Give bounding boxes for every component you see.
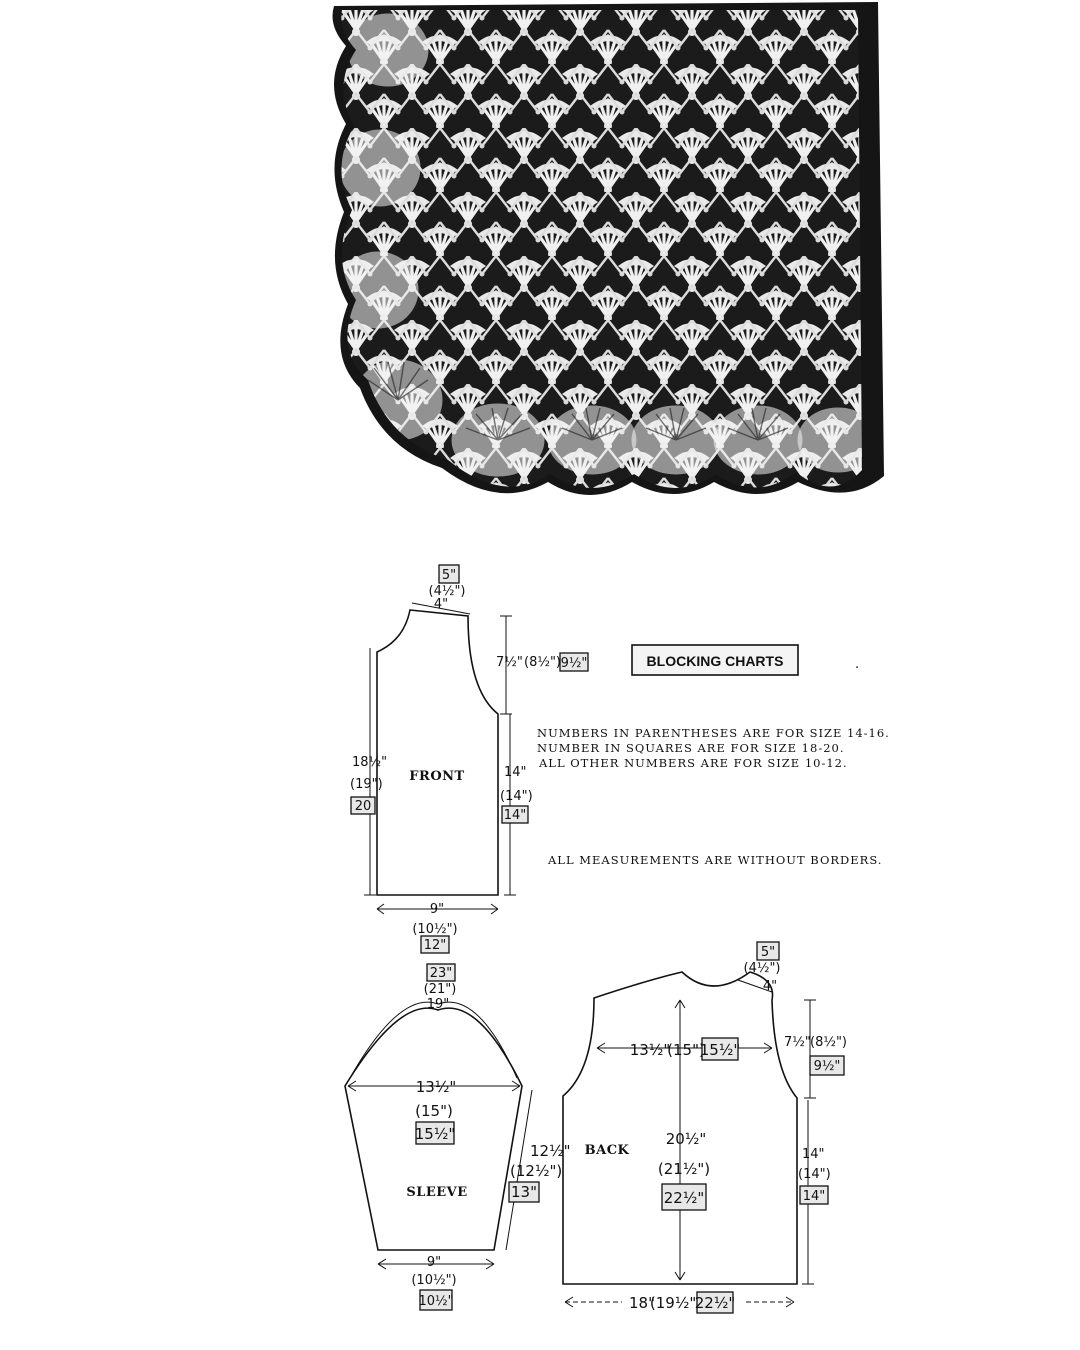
back-side-boxed: 14" bbox=[803, 1189, 826, 1204]
back-shoulder-plain: 13½" bbox=[630, 1041, 671, 1059]
back-width-plain: 18" bbox=[629, 1294, 655, 1312]
back-length-plain: 20½" bbox=[666, 1130, 707, 1148]
front-chart: FRONT 5" (4½") 4" 7½" (8½") 9½" 18½" (19… bbox=[350, 564, 589, 954]
back-side-plain: 14" bbox=[802, 1147, 825, 1162]
back-neck-paren: (4½") bbox=[744, 961, 781, 976]
sleeve-upper-plain: 13½" bbox=[416, 1078, 457, 1096]
back-outline bbox=[562, 971, 798, 1285]
back-neck-boxed-box bbox=[756, 941, 780, 961]
front-outline bbox=[376, 609, 499, 896]
sleeve-cap-boxed: 23" bbox=[430, 966, 453, 981]
front-side-boxed: 14" bbox=[504, 808, 527, 823]
sleeve-cuff-plain: 9" bbox=[427, 1255, 441, 1270]
back-chart: BACK 5" (4½") 4" 13½" (15") 15½" 20½" (2… bbox=[562, 941, 847, 1314]
front-armhole-plain: 7½" bbox=[496, 655, 523, 670]
back-shoulder-boxed-box bbox=[701, 1037, 739, 1061]
sleeve-cuff-paren: (10½") bbox=[411, 1273, 456, 1288]
front-side-plain: 14" bbox=[504, 765, 527, 780]
front-length-boxed: 20 bbox=[355, 799, 372, 814]
sleeve-label: SLEEVE bbox=[406, 1185, 467, 1200]
back-length-boxed-box bbox=[661, 1183, 707, 1211]
back-armhole-boxed: 9½" bbox=[814, 1059, 841, 1074]
front-width-paren: (10½") bbox=[412, 922, 457, 937]
note-size-18-20: NUMBER IN SQUARES ARE FOR SIZE 18-20. bbox=[537, 741, 845, 755]
sleeve-length-boxed-box bbox=[508, 1181, 540, 1203]
sleeve-upper-boxed: 15½" bbox=[415, 1125, 456, 1143]
sleeve-chart: SLEEVE 23" (21") 19" 13½" (15") 15½" 12½… bbox=[344, 963, 571, 1311]
sleeve-upper-boxed-box bbox=[415, 1121, 455, 1145]
sleeve-length-paren: (12½") bbox=[510, 1162, 562, 1180]
sleeve-upper-paren: (15") bbox=[415, 1102, 453, 1120]
sleeve-length-boxed: 13" bbox=[511, 1183, 537, 1201]
front-length-boxed-box bbox=[350, 796, 376, 815]
front-width-plain: 9" bbox=[430, 902, 444, 917]
front-length-plain: 18½" bbox=[352, 755, 387, 770]
back-length-boxed: 22½" bbox=[664, 1189, 705, 1207]
note-size-14-16: NUMBERS IN PARENTHESES ARE FOR SIZE 14-1… bbox=[537, 726, 890, 740]
back-neck-boxed: 5" bbox=[761, 945, 775, 960]
blocking-title: BLOCKING CHARTS bbox=[647, 653, 784, 669]
front-width-boxed: 12" bbox=[424, 938, 447, 953]
front-side-paren: (14") bbox=[500, 789, 533, 804]
back-side-boxed-box bbox=[799, 1185, 829, 1205]
front-neck-paren: (4½") bbox=[429, 584, 466, 599]
sleeve-cuff-boxed: 10½" bbox=[418, 1294, 453, 1309]
front-width-boxed-box bbox=[420, 935, 450, 954]
crochet-lace-photo bbox=[328, 0, 884, 500]
back-width-paren: (19½") bbox=[650, 1294, 702, 1312]
back-length-paren: (21½") bbox=[658, 1160, 710, 1178]
front-length-paren: (19") bbox=[350, 777, 383, 792]
note-without-borders: ALL MEASUREMENTS ARE WITHOUT BORDERS. bbox=[547, 853, 882, 867]
back-side-paren: (14") bbox=[798, 1167, 831, 1182]
back-width-boxed: 22½" bbox=[695, 1294, 736, 1312]
back-shoulder-paren: (15") bbox=[667, 1041, 705, 1059]
sleeve-cap-plain: 19" bbox=[427, 997, 450, 1012]
front-armhole-paren: (8½") bbox=[524, 655, 561, 670]
front-armhole-boxed-box bbox=[559, 652, 589, 672]
sleeve-cuff-boxed-box bbox=[419, 1289, 453, 1311]
blocking-title-box bbox=[631, 644, 799, 676]
sleeve-cap-paren: (21") bbox=[424, 982, 457, 997]
blocking-charts-diagram: BLOCKING CHARTS NUMBERS IN PARENTHESES A… bbox=[344, 564, 890, 1314]
back-width-boxed-box bbox=[696, 1291, 734, 1314]
back-label: BACK bbox=[585, 1143, 630, 1158]
front-side-boxed-box bbox=[501, 805, 529, 824]
front-neck-boxed: 5" bbox=[442, 568, 456, 583]
stray-dot: . bbox=[855, 657, 859, 672]
back-armhole-paren: (8½") bbox=[810, 1035, 847, 1050]
front-label: FRONT bbox=[409, 769, 464, 784]
back-armhole-plain: 7½" bbox=[784, 1035, 811, 1050]
back-armhole-boxed-box bbox=[809, 1055, 845, 1076]
sleeve-cap-boxed-box bbox=[426, 963, 456, 982]
note-size-10-12: ALL OTHER NUMBERS ARE FOR SIZE 10-12. bbox=[538, 756, 848, 770]
back-shoulder-boxed: 15½" bbox=[700, 1041, 741, 1059]
front-armhole-boxed: 9½" bbox=[561, 656, 588, 671]
sleeve-length-plain: 12½" bbox=[530, 1142, 571, 1160]
front-neck-boxed-box bbox=[438, 564, 460, 584]
